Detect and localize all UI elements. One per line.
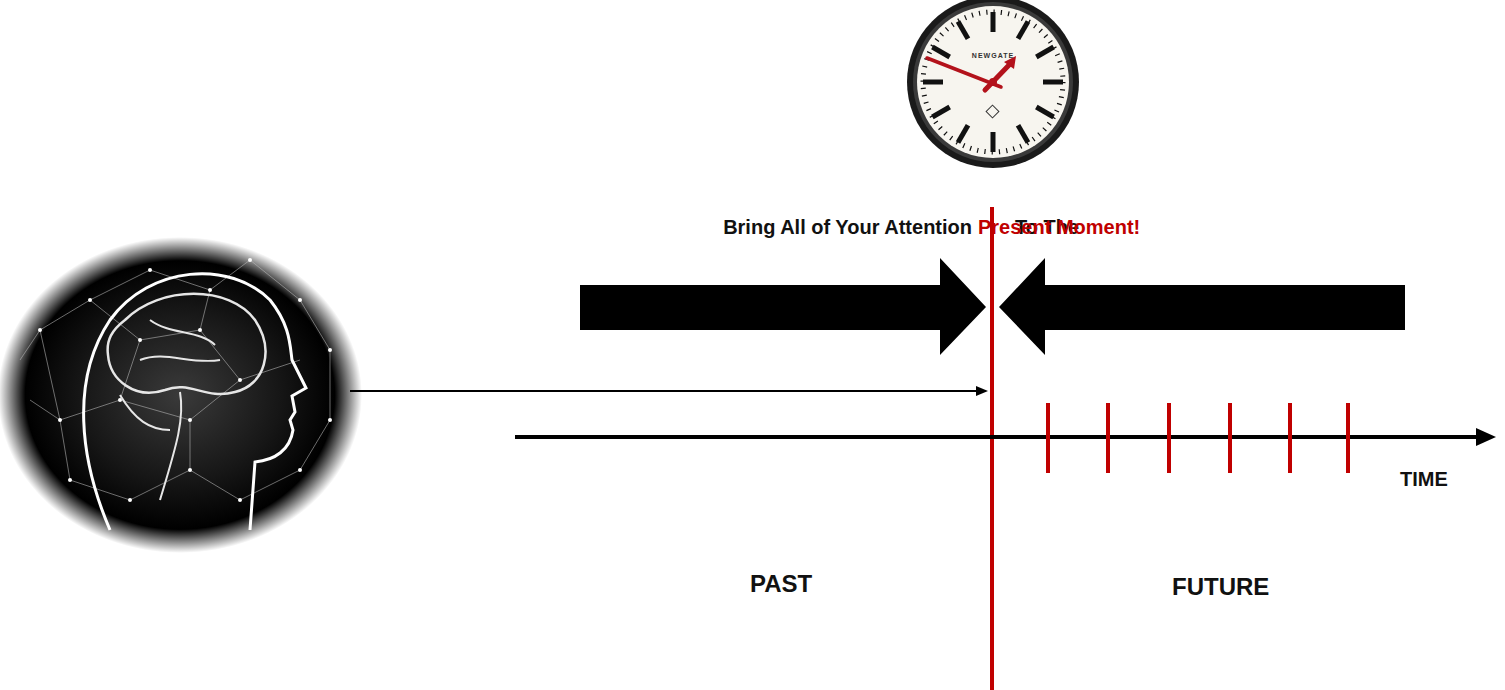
time-axis bbox=[515, 435, 1480, 439]
axis-label: TIME bbox=[1400, 467, 1448, 491]
region-label: PAST bbox=[750, 570, 812, 599]
present-line bbox=[990, 207, 994, 690]
past-arrow bbox=[580, 258, 986, 355]
mind-illustration bbox=[0, 237, 362, 553]
future-ticks bbox=[1048, 403, 1348, 473]
region-label: FUTURE bbox=[1172, 573, 1269, 602]
pointer-arrowhead bbox=[976, 386, 988, 396]
attention-pointer bbox=[350, 390, 978, 392]
wall-clock bbox=[907, 0, 1079, 168]
emphasis-text: Present Moment! bbox=[978, 215, 1140, 239]
instruction-text: Bring All of Your Attention bbox=[723, 215, 972, 239]
clock-brand: NEWGATE bbox=[972, 52, 1014, 60]
axis-arrowhead bbox=[1476, 428, 1496, 446]
future-arrow bbox=[999, 258, 1405, 355]
